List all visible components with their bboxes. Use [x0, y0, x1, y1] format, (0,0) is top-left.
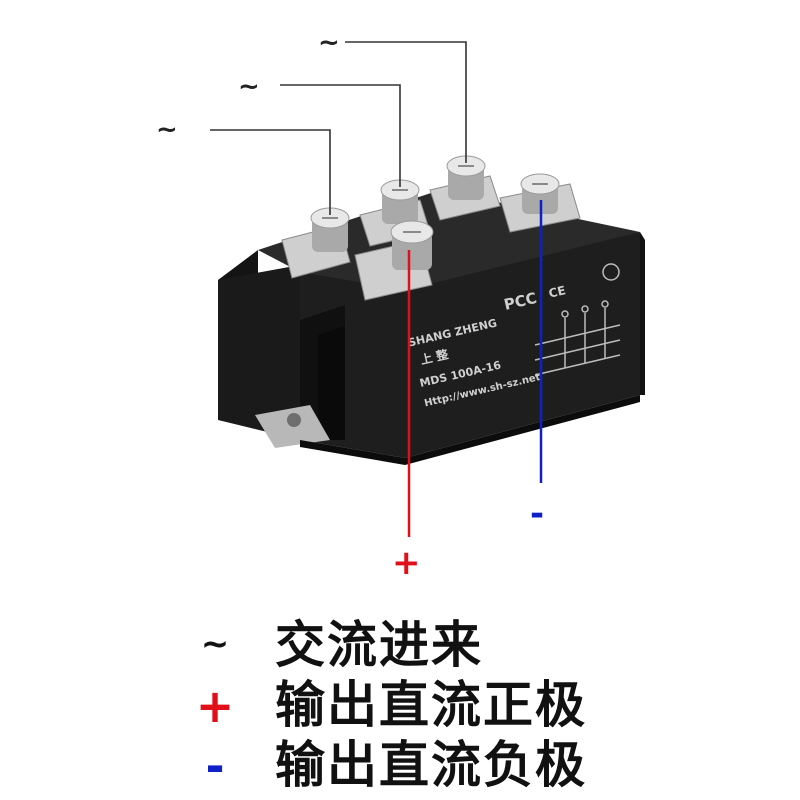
positive-label: +: [392, 543, 421, 583]
ac-leader-line-2: [280, 84, 401, 187]
ac-label-3: ~: [318, 28, 340, 58]
ac-terminal-screw-1: [310, 207, 350, 252]
positive-terminal-screw: [390, 220, 434, 270]
logo-seal-icon: [602, 263, 620, 281]
ac-terminal-screw-3: [446, 155, 486, 200]
ac-terminal-screw-2: [380, 179, 420, 224]
legend-text-positive: 输出直流正极: [275, 676, 587, 734]
ac-label-2: ~: [238, 72, 260, 102]
negative-label: -: [530, 494, 545, 534]
negative-terminal-screw: [520, 173, 560, 214]
module-brand-cn: 上 整: [419, 346, 450, 367]
legend-row-ac: ~ 交流进来: [0, 615, 800, 675]
legend-row-negative: - 输出直流负极: [0, 735, 800, 795]
legend-text-ac: 交流进来: [275, 616, 483, 674]
ac-label-1: ~: [156, 115, 178, 145]
legend-symbol-negative: -: [205, 739, 225, 793]
ac-leader-line-3: [345, 41, 467, 163]
cert-ce: CE: [547, 283, 567, 300]
legend-text-negative: 输出直流负极: [275, 736, 587, 794]
legend-row-positive: + 输出直流正极: [0, 675, 800, 735]
legend-symbol-ac: ~: [200, 624, 230, 664]
rectifier-module: [218, 155, 645, 465]
legend-symbol-positive: +: [195, 679, 235, 733]
ac-leader-line-1: [210, 129, 331, 215]
bridge-circuit-symbol: [534, 300, 621, 376]
